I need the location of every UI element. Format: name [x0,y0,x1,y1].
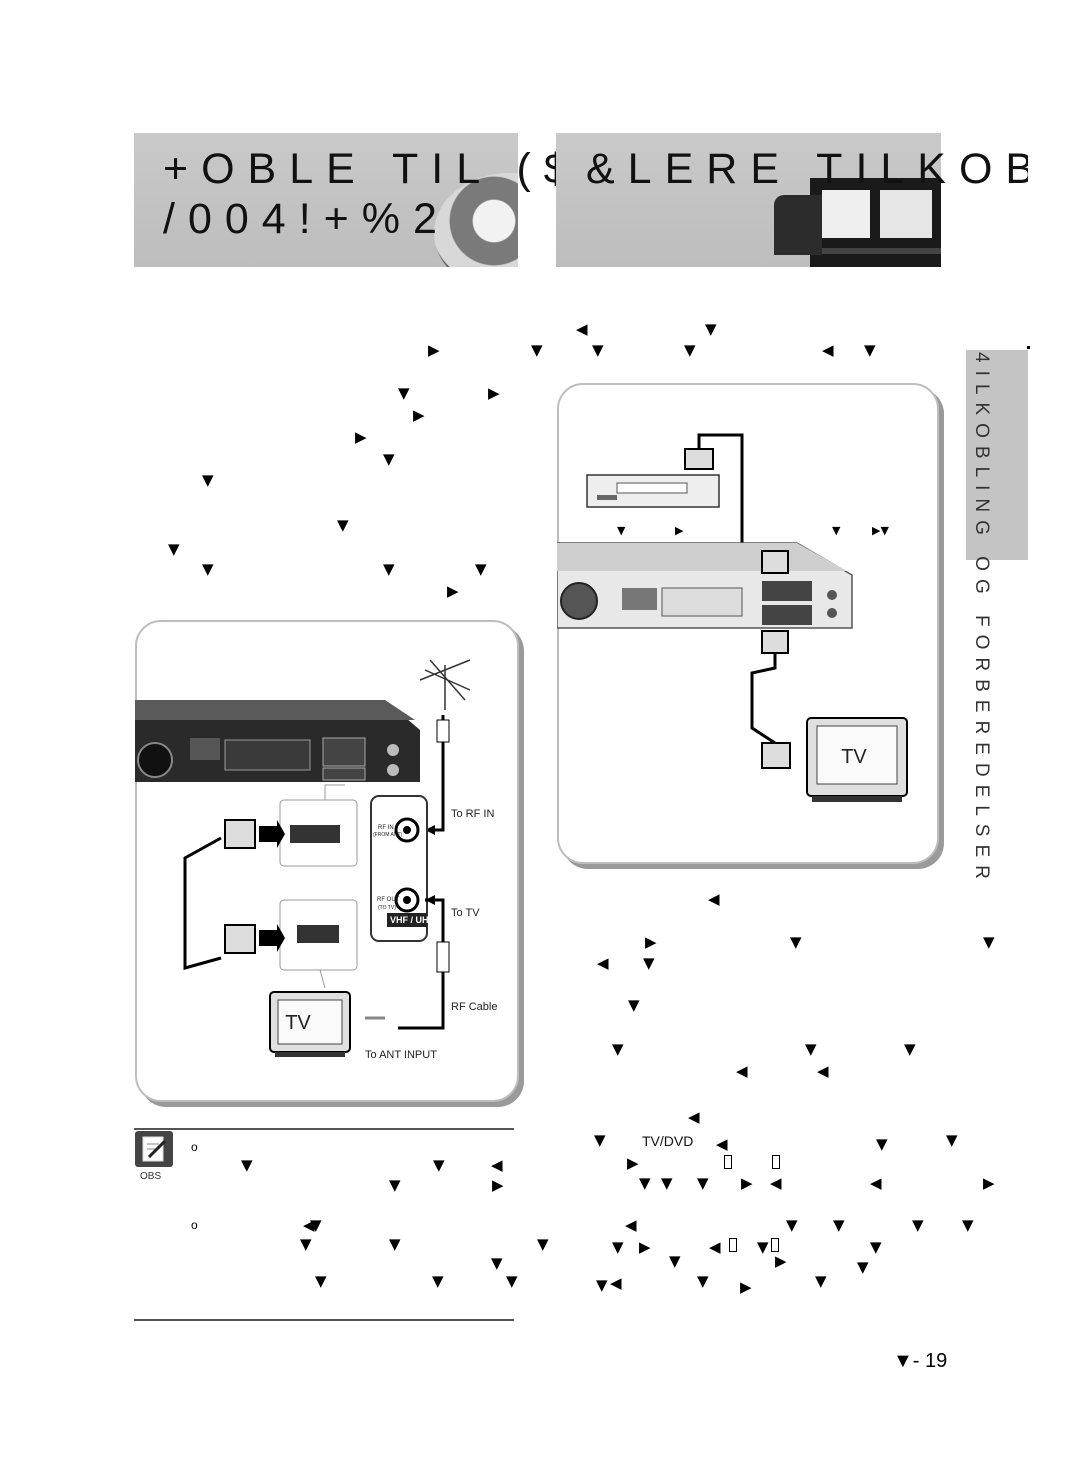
side-tab-tick [1027,346,1030,349]
page-number: ▼- 19 [893,1350,948,1372]
note-label: OBS [140,1171,162,1182]
left-header-title-line1: +OBLE TIL ($$ [163,145,618,193]
label-vhf-uhf: VHF / UHF [390,915,434,925]
right-header-title: &LERE TILKOBLIN [586,148,1028,191]
left-tv-label: TV [285,1012,311,1034]
filmstrip-graphic [810,178,941,267]
note-bullet-1: o [191,1140,198,1154]
label-from-ant: (FROM ANT) [373,832,403,838]
note-top-rule [134,1128,514,1130]
label-rf-out: RF OUT [377,897,400,903]
note-bottom-rule [134,1319,514,1321]
right-tv-label: TV [841,746,867,768]
pencil-note-icon [135,1131,173,1167]
placeholder-box-1 [724,1155,732,1169]
placeholder-box-4 [771,1238,779,1252]
label-rf-in: RF IN [378,825,394,831]
label-to-ant-input: To ANT INPUT [365,1049,437,1061]
label-to-tv-small: (TO TV) [378,905,396,911]
placeholder-box-3 [729,1238,737,1252]
tv-graphic [774,195,822,255]
label-rf-cable: RF Cable [451,1001,498,1013]
placeholder-box-2 [772,1155,780,1169]
right-diagram-drawing: TV [557,433,908,802]
left-header-banner [134,133,518,267]
side-tab [966,350,1028,560]
label-to-rf-in: To RF IN [451,808,495,820]
side-tab-label: 4ILKOBLING OG FORBEREDELSER [971,352,992,887]
left-diagram-drawing: TV [135,659,471,1057]
right-header-banner [556,133,941,267]
left-header-title-line2: /004!+%2 [163,195,450,243]
tv-dvd-term: TV/DVD [642,1133,694,1149]
label-to-tv: To TV [451,907,480,919]
note-bullet-2: o [191,1218,198,1232]
